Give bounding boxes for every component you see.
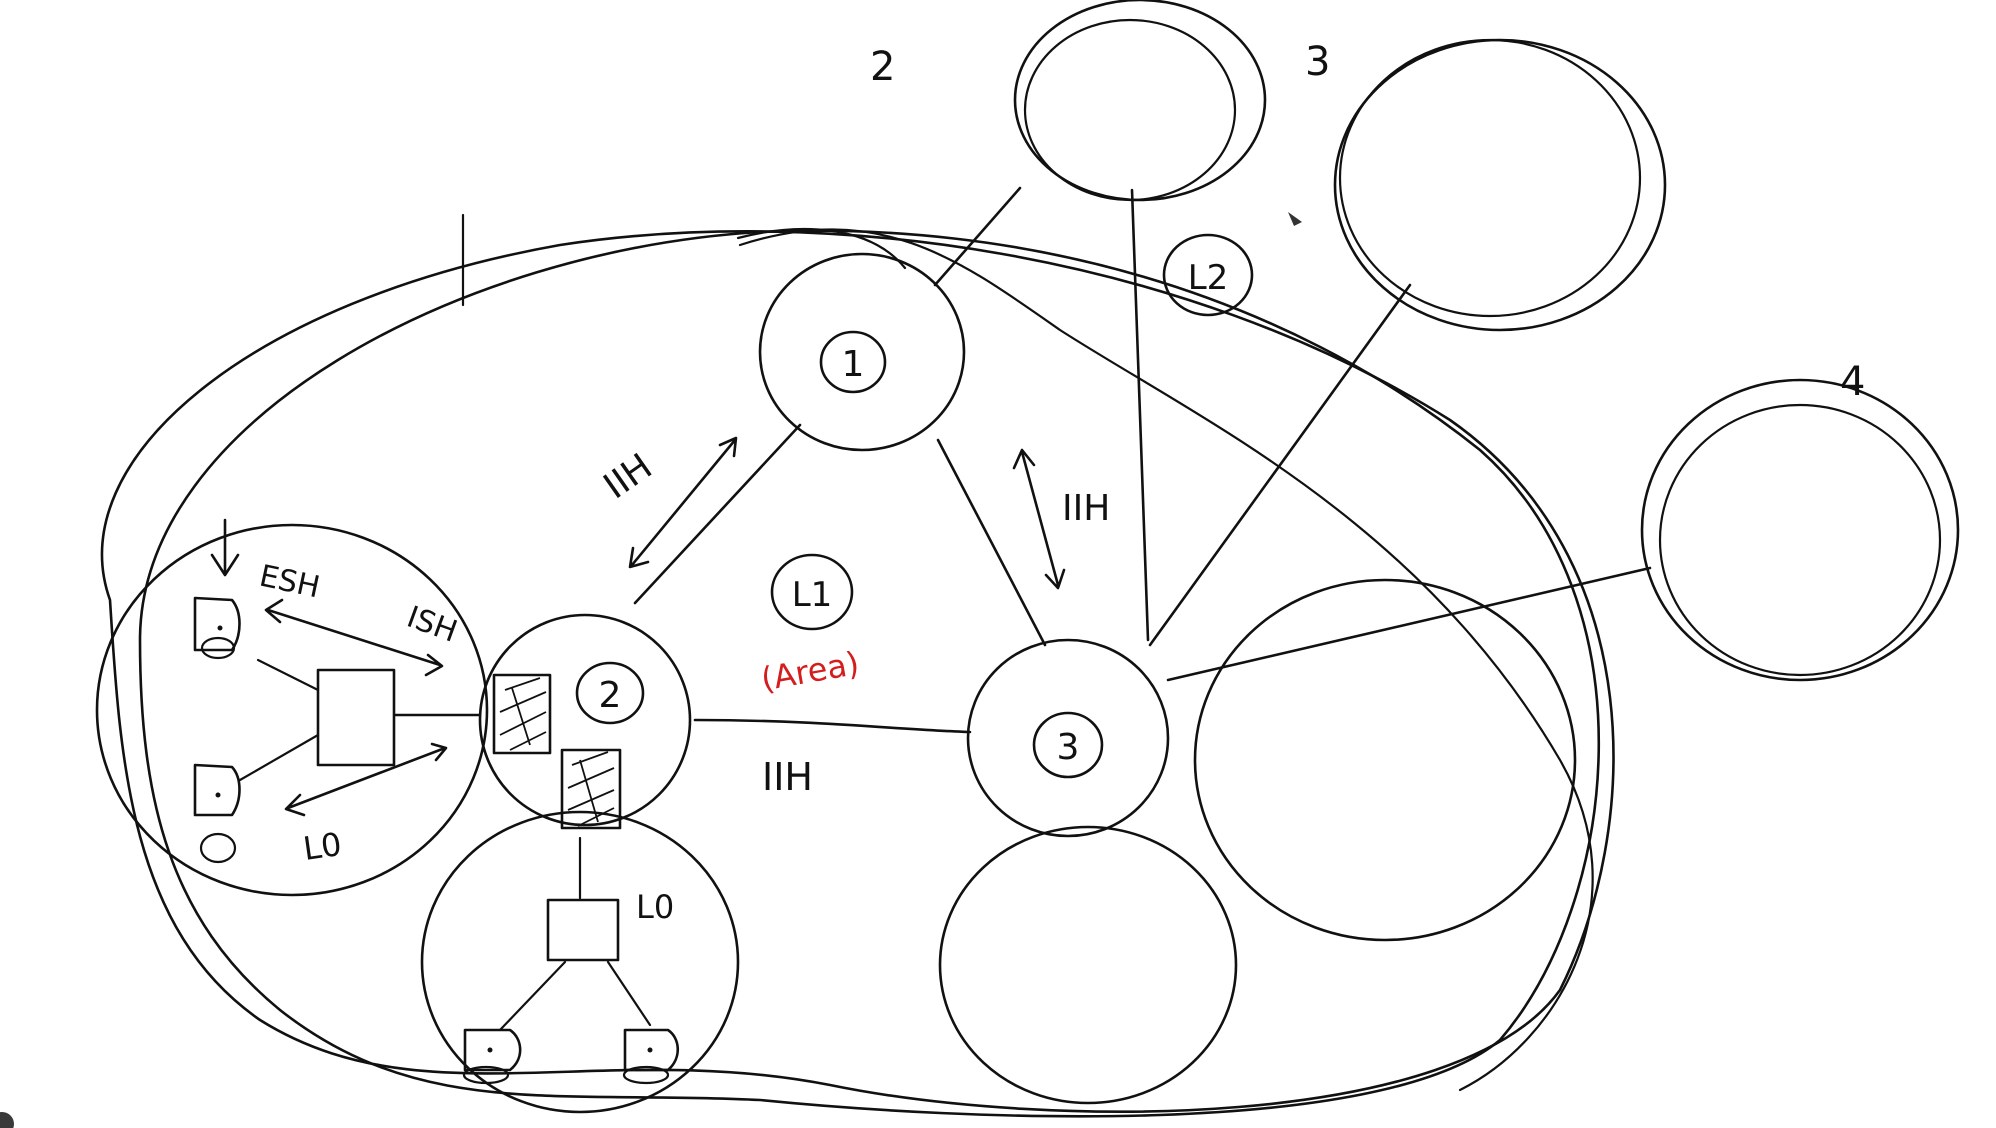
bottom-switch xyxy=(546,898,620,962)
area-2: 2 xyxy=(870,0,1267,202)
outer-loop-a xyxy=(100,230,1615,1113)
level-0-left-label: L0 xyxy=(301,825,344,868)
bottom-host-left xyxy=(462,1028,522,1085)
iih-right-label: IIH xyxy=(1062,488,1110,529)
router-1: 1 xyxy=(736,227,966,452)
iih-bottom-label: IIH xyxy=(762,755,813,799)
router-2-port-bottom xyxy=(560,748,622,830)
link-router3-area2 xyxy=(1130,188,1150,642)
left-host-bottom xyxy=(193,763,241,864)
left-host-bottom-link xyxy=(238,733,320,782)
bottom-host-left-link xyxy=(498,960,567,1032)
area-4-circle-outer xyxy=(1640,378,1960,682)
l0-left-arrow xyxy=(284,742,448,817)
router-2: 2 xyxy=(478,613,692,830)
router-1-inner-circle xyxy=(819,330,887,394)
esh-down-arrow xyxy=(210,518,240,577)
router-2-inner-circle xyxy=(575,661,645,725)
area-3-label: 3 xyxy=(1305,39,1330,85)
bottom-l0-circle xyxy=(420,810,740,1114)
router-3: 3 xyxy=(966,638,1170,838)
pen-cursor-icon xyxy=(1288,212,1302,226)
level-0-bottom-label: L0 xyxy=(636,888,674,926)
router-1-label: 1 xyxy=(842,344,865,385)
router-3-circle xyxy=(966,638,1170,838)
level-1-note: (Area) xyxy=(758,644,862,699)
level-1-circle xyxy=(770,553,854,631)
bottom-l0-area: L0 xyxy=(420,810,740,1114)
area-4-label: 4 xyxy=(1840,359,1865,405)
corner-button[interactable] xyxy=(0,1112,14,1128)
area-2-circle-inner xyxy=(1023,18,1237,202)
left-host-top-link xyxy=(256,658,320,692)
area-3-circle-outer xyxy=(1333,38,1667,332)
bottom-host-right-link xyxy=(606,960,652,1027)
ish-arrow xyxy=(264,598,444,677)
iih-left-arrow xyxy=(628,436,738,569)
left-l0-area: ESH ISH L0 xyxy=(95,518,489,897)
links xyxy=(393,186,1652,734)
router-3-inner-circle xyxy=(1032,711,1104,779)
area-right-large xyxy=(1193,578,1577,942)
router-1-circle xyxy=(758,252,966,452)
level-2-label: L2 xyxy=(1188,258,1229,298)
router-1-scribble xyxy=(736,227,907,270)
level-2-marker: L2 xyxy=(1162,233,1254,317)
router-3-label: 3 xyxy=(1057,727,1080,768)
link-router1-router2 xyxy=(633,423,802,605)
enclosing-area-outlines xyxy=(100,213,1615,1118)
link-router3-area3 xyxy=(1148,283,1412,647)
area-bottom-right-circle xyxy=(938,825,1238,1105)
outer-loop-c xyxy=(738,228,1594,1092)
area-3-circle-inner xyxy=(1338,38,1642,318)
outer-loop-b xyxy=(138,229,1601,1118)
link-router2-router3 xyxy=(693,718,972,734)
left-switch xyxy=(316,668,396,767)
area-4-circle-inner xyxy=(1658,403,1942,677)
esh-label: ESH xyxy=(256,559,323,606)
link-router3-area4 xyxy=(1166,566,1652,682)
iih-right-arrow xyxy=(1012,448,1066,590)
level-1-marker: L1 (Area) xyxy=(758,553,862,699)
router-2-circle xyxy=(478,613,692,827)
router-2-label: 2 xyxy=(599,675,622,716)
area-bottom-right xyxy=(938,825,1238,1105)
bottom-host-right xyxy=(622,1028,680,1085)
level-1-label: L1 xyxy=(792,575,833,615)
left-host-top xyxy=(193,596,241,660)
link-router1-area2 xyxy=(933,186,1022,287)
left-l0-circle xyxy=(95,523,489,897)
area-right-circle xyxy=(1193,578,1577,942)
router-2-port-top xyxy=(492,673,552,755)
iih-left-label: IIH xyxy=(597,446,660,507)
link-router1-router3 xyxy=(936,438,1047,647)
area-3: 3 xyxy=(1305,38,1667,332)
area-2-label: 2 xyxy=(870,44,895,90)
area-4: 4 xyxy=(1640,359,1960,682)
level-2-circle xyxy=(1162,233,1254,317)
